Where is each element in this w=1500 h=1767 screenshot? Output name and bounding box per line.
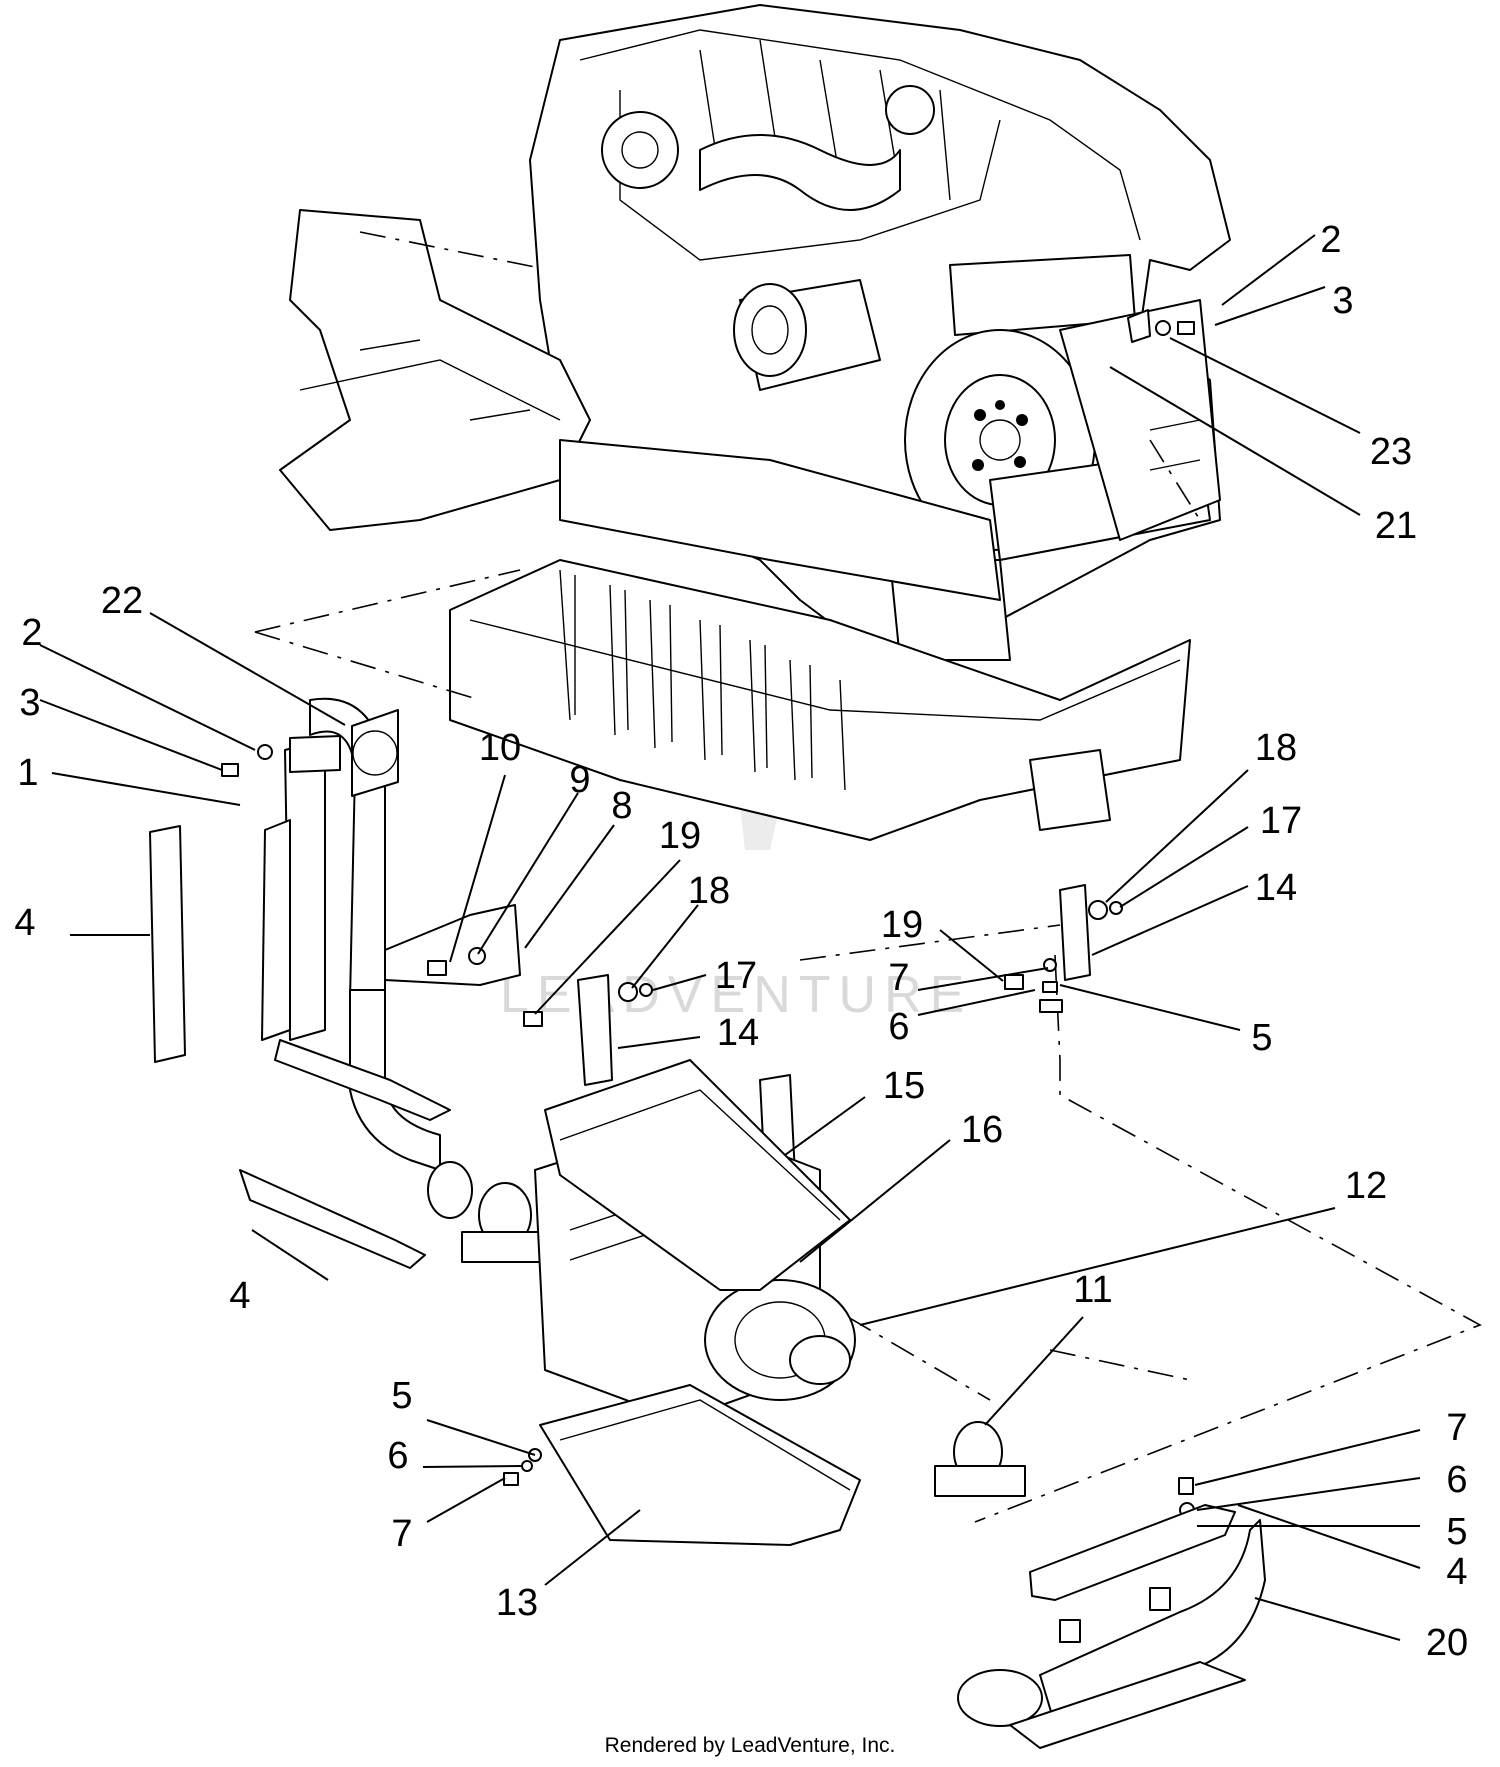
callout-19: 19 — [881, 904, 923, 946]
callout-18: 18 — [688, 870, 730, 912]
muffler-bottom-shield — [539, 1384, 861, 1546]
callout-2: 2 — [21, 612, 42, 654]
callout-10: 10 — [479, 727, 521, 769]
callout-16: 16 — [961, 1109, 1003, 1151]
callout-5: 5 — [1446, 1511, 1467, 1553]
callout-6: 6 — [387, 1435, 408, 1477]
exhaust-gasket — [351, 709, 399, 797]
muffler-top-shield — [544, 1059, 851, 1291]
callout-leaders — [39, 234, 1421, 1641]
assembly-guide-lines — [254, 231, 1482, 1523]
callout-3: 3 — [1332, 280, 1353, 322]
callout-6: 6 — [888, 1006, 909, 1048]
callout-23: 23 — [1370, 431, 1412, 473]
callout-12: 12 — [1345, 1165, 1387, 1207]
rear-frame-tray — [449, 559, 1191, 841]
callout-1: 1 — [17, 752, 38, 794]
tailpipe-heat-shield — [1029, 1504, 1236, 1643]
callout-5: 5 — [391, 1375, 412, 1417]
callout-4: 4 — [1446, 1551, 1467, 1593]
callout-21: 21 — [1375, 505, 1417, 547]
callout-4: 4 — [14, 902, 35, 944]
callout-5: 5 — [1251, 1017, 1272, 1059]
callout-2: 2 — [1320, 219, 1341, 261]
callout-15: 15 — [883, 1065, 925, 1107]
callout-14: 14 — [717, 1012, 759, 1054]
callout-22: 22 — [101, 580, 143, 622]
callout-8: 8 — [611, 785, 632, 827]
engine-frame-rails — [279, 209, 1221, 601]
callout-20: 20 — [1426, 1622, 1468, 1664]
exhaust-heat-shield-left — [149, 825, 451, 1269]
callout-7: 7 — [888, 957, 909, 999]
render-credit: Rendered by LeadVenture, Inc. — [605, 1734, 896, 1757]
callout-7: 7 — [391, 1513, 412, 1555]
callout-11: 11 — [1073, 1269, 1112, 1311]
callout-6: 6 — [1446, 1459, 1467, 1501]
callout-3: 3 — [19, 682, 40, 724]
callout-17: 17 — [715, 955, 757, 997]
exhaust-pipe-left — [261, 697, 473, 1219]
callout-labels: 2 3 23 21 22 2 3 1 4 10 9 8 19 18 17 14 … — [14, 219, 1468, 1664]
callout-4: 4 — [229, 1275, 250, 1317]
callout-17: 17 — [1260, 800, 1302, 842]
callout-9: 9 — [569, 759, 590, 801]
callout-18: 18 — [1255, 727, 1297, 769]
callout-14: 14 — [1255, 867, 1297, 909]
callout-7: 7 — [1446, 1407, 1467, 1449]
exhaust-clamps — [461, 1182, 1026, 1497]
svg-text:LEADVENTURE: LEADVENTURE — [500, 966, 972, 1024]
callout-19: 19 — [659, 815, 701, 857]
callout-13: 13 — [496, 1582, 538, 1624]
tailpipe — [957, 1519, 1266, 1749]
